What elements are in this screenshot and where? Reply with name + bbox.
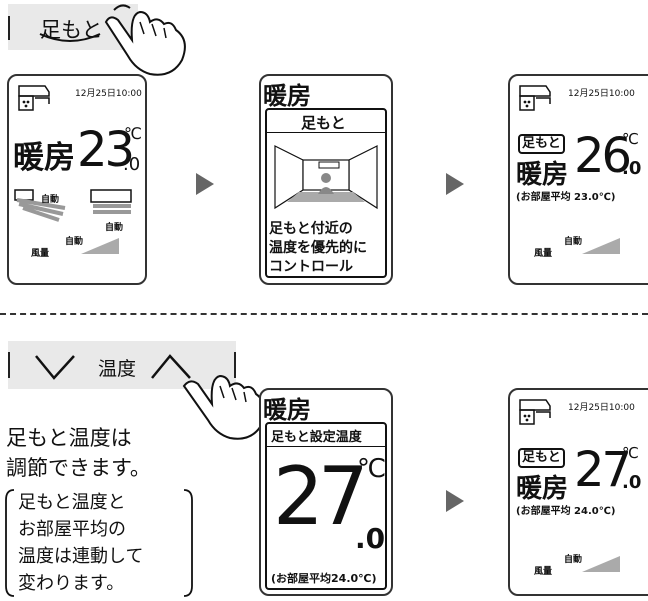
arrow-2 bbox=[446, 173, 464, 195]
aircon-unit-icon bbox=[519, 399, 551, 425]
temp-main: 27 bbox=[273, 450, 369, 543]
temp-main: 27 bbox=[574, 442, 632, 498]
temp-decimal: .0 bbox=[123, 154, 141, 175]
arrow-3 bbox=[446, 490, 464, 512]
note-line-2: 調節できます。 bbox=[6, 456, 151, 480]
temp-unit: ℃ bbox=[622, 130, 639, 148]
bracket-line-4: 変わります。 bbox=[18, 573, 125, 594]
temp-main: 26 bbox=[574, 128, 632, 184]
mode-label: 暖房 bbox=[516, 160, 569, 190]
chevron-down-icon[interactable] bbox=[34, 352, 78, 382]
aircon-unit-icon bbox=[18, 85, 50, 111]
ashimoto-tag: 足もと bbox=[518, 134, 565, 154]
temperature-button-bar[interactable] bbox=[8, 341, 236, 389]
room-average: (お部屋平均 24.0℃) bbox=[516, 506, 616, 517]
fan-auto-label: 自動 bbox=[65, 237, 84, 247]
mode-label: 暖房 bbox=[516, 474, 569, 504]
set-temp-panel: 足もと設定温度 27 ℃ .0 (お部屋平均24.0℃) bbox=[265, 422, 387, 590]
press-arc-icon bbox=[39, 33, 101, 42]
fan-auto-label: 自動 bbox=[564, 555, 583, 565]
remote-screen-5: 12月25日10:00 足もと 暖房 27 ℃ .0 (お部屋平均 24.0℃)… bbox=[508, 388, 648, 596]
bracket-line-2: お部屋平均の bbox=[18, 519, 126, 540]
louver-right-icon bbox=[90, 189, 132, 214]
desc-line-1: 足もと付近の bbox=[269, 221, 353, 237]
panel-header: 足もと設定温度 bbox=[271, 430, 362, 445]
fan-auto-label: 自動 bbox=[564, 237, 583, 247]
datetime: 12月25日10:00 bbox=[568, 89, 635, 99]
ashimoto-panel: 足もと 足もと付近の 温度を優先的に コントロール bbox=[265, 108, 387, 278]
remote-screen-1: 12月25日10:00 暖房 23 ℃ .0 自動 自動 風量 自動 bbox=[7, 74, 147, 285]
bracket-left bbox=[5, 489, 15, 597]
temp-decimal: .0 bbox=[355, 522, 386, 555]
fan-label: 風量 bbox=[31, 249, 50, 259]
panel-header: 足もと bbox=[301, 114, 346, 132]
mode-label: 暖房 bbox=[263, 82, 311, 110]
temp-unit: ℃ bbox=[124, 124, 142, 143]
desc-line-2: 温度を優先的に bbox=[269, 240, 367, 256]
fan-level-icon bbox=[81, 238, 119, 254]
chevron-up-icon[interactable] bbox=[150, 352, 194, 382]
ashimoto-tag: 足もと bbox=[518, 448, 565, 468]
room-average: (お部屋平均24.0℃) bbox=[271, 572, 377, 585]
room-illustration bbox=[274, 145, 378, 210]
fan-level-icon bbox=[582, 556, 620, 572]
room-average: (お部屋平均 23.0℃) bbox=[516, 192, 616, 203]
bracket-line-1: 足もと温度と bbox=[18, 492, 126, 513]
dashed-separator bbox=[0, 313, 648, 315]
louver-auto-label: 自動 bbox=[41, 195, 60, 205]
mode-label: 暖房 bbox=[263, 396, 311, 424]
temp-unit: ℃ bbox=[357, 454, 387, 484]
remote-screen-2: 暖房 足もと 足もと付近の 温度を優先的に コントロール bbox=[259, 74, 393, 285]
louver-left-icon bbox=[14, 189, 66, 222]
bracket-line-3: 温度は連動して bbox=[18, 546, 144, 567]
pointing-hand-icon bbox=[104, 4, 186, 76]
pointing-hand-icon bbox=[182, 374, 266, 440]
fan-label: 風量 bbox=[534, 567, 553, 577]
datetime: 12月25日10:00 bbox=[568, 403, 635, 413]
bar-right-edge bbox=[234, 352, 236, 378]
temp-unit: ℃ bbox=[622, 444, 639, 462]
arrow-1 bbox=[196, 173, 214, 195]
temp-main: 23 bbox=[77, 122, 135, 178]
bar-left-edge bbox=[8, 352, 10, 378]
bracket-right bbox=[183, 489, 193, 597]
aircon-unit-icon bbox=[519, 85, 551, 111]
fan-level-icon bbox=[582, 238, 620, 254]
mode-label: 暖房 bbox=[13, 140, 75, 176]
note-line-1: 足もと温度は bbox=[6, 426, 132, 450]
desc-line-3: コントロール bbox=[269, 259, 353, 275]
fan-label: 風量 bbox=[534, 249, 553, 259]
remote-screen-3: 12月25日10:00 足もと 暖房 26 ℃ .0 (お部屋平均 23.0℃)… bbox=[508, 74, 648, 285]
temp-decimal: .0 bbox=[622, 472, 642, 493]
bar-left-edge bbox=[8, 16, 10, 40]
vertical-auto-label: 自動 bbox=[105, 223, 124, 233]
temp-decimal: .0 bbox=[622, 158, 642, 179]
temperature-button-label: 温度 bbox=[98, 358, 137, 380]
remote-screen-4: 暖房 足もと設定温度 27 ℃ .0 (お部屋平均24.0℃) bbox=[259, 388, 393, 596]
datetime: 12月25日10:00 bbox=[75, 89, 142, 99]
